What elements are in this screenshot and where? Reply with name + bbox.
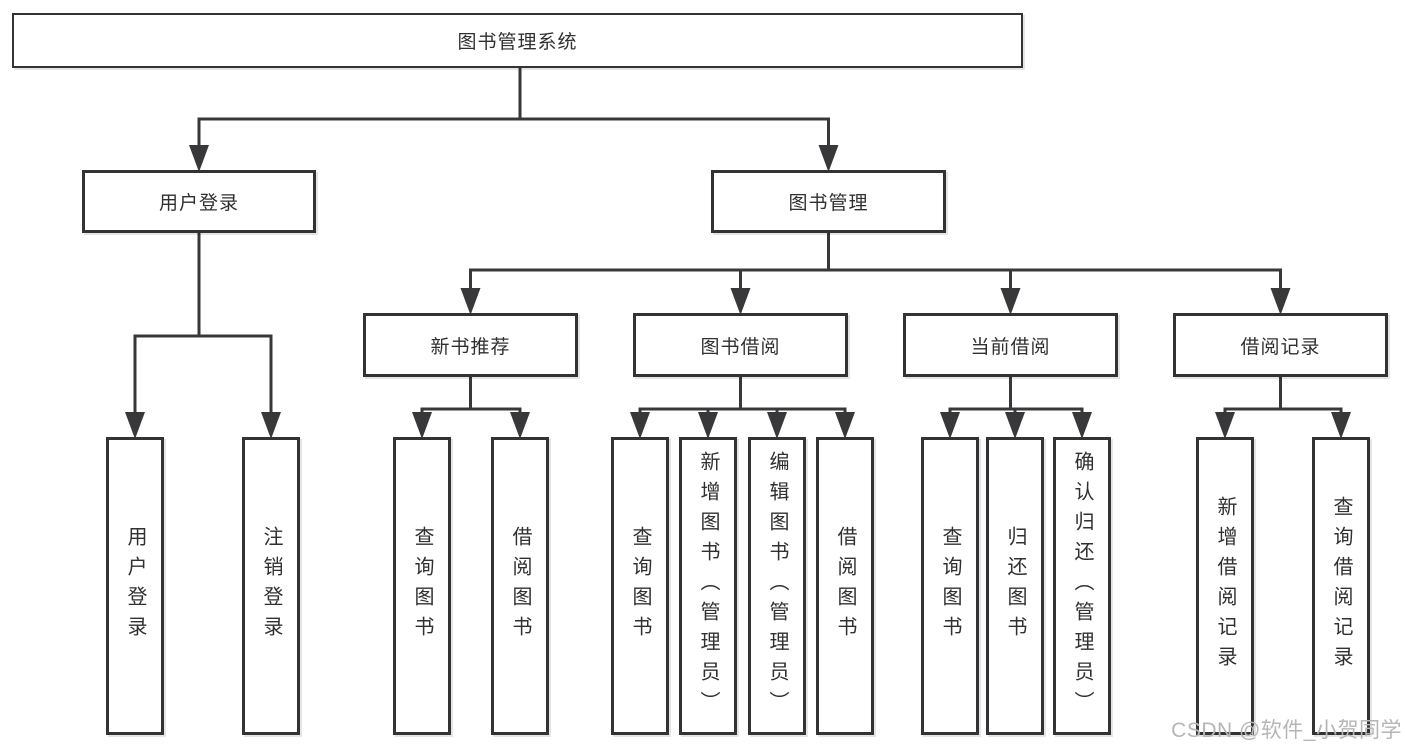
node-label: 借阅记录 (1240, 336, 1321, 358)
node-label: 图书管理 (788, 193, 869, 214)
node-leaf-rec-query: 查询借阅记录 (1312, 437, 1370, 735)
node-label: 编辑图书（管理员） (766, 451, 788, 721)
node-borrow: 图书借阅 (633, 313, 848, 377)
node-login: 用户登录 (82, 170, 316, 233)
connector-arrowheads-current (940, 412, 1092, 439)
node-label: 查询借阅记录 (1330, 496, 1352, 676)
node-leaf-bw-query: 查询图书 (611, 437, 669, 735)
node-leaf-user-login: 用户登录 (106, 437, 164, 735)
connector-arrowheads-record (1215, 412, 1351, 439)
connector-arrowheads-newbook (412, 412, 530, 439)
node-label: 注销登录 (260, 526, 282, 646)
connector-lines-borrow (638, 375, 847, 427)
watermark: CSDN @软件_小贺同学 (1171, 719, 1402, 742)
node-label: 查询图书 (629, 526, 651, 646)
node-label: 图书借阅 (700, 336, 781, 358)
node-leaf-rec-add: 新增借阅记录 (1196, 437, 1254, 735)
node-label: 图书管理系统 (457, 32, 578, 53)
node-label: 查询图书 (939, 526, 961, 646)
connector-lines-mgmt (469, 231, 1282, 303)
node-leaf-cur-return: 归还图书 (986, 437, 1044, 735)
node-leaf-logout: 注销登录 (242, 437, 300, 735)
node-label: 新增借阅记录 (1214, 496, 1236, 676)
node-leaf-bw-edit: 编辑图书（管理员） (748, 437, 806, 735)
node-leaf-nb-borrow: 借阅图书 (491, 437, 549, 735)
connector-lines-newbook (420, 375, 522, 427)
connector-lines-login (133, 231, 273, 427)
node-newbook: 新书推荐 (363, 313, 578, 377)
node-label: 确认归还（管理员） (1071, 451, 1093, 721)
connector-arrowheads-mgmt (460, 288, 1291, 315)
node-label: 新书推荐 (430, 336, 511, 358)
node-label: 用户登录 (124, 526, 146, 646)
node-leaf-nb-query: 查询图书 (393, 437, 451, 735)
node-label: 当前借阅 (970, 336, 1051, 358)
node-mgmt: 图书管理 (711, 170, 946, 233)
connector-arrowheads-root (189, 145, 839, 172)
node-leaf-bw-add: 新增图书（管理员） (679, 437, 737, 735)
connector-arrowheads-borrow (630, 412, 855, 439)
node-record: 借阅记录 (1173, 313, 1388, 377)
connector-lines-root (197, 66, 830, 160)
node-root: 图书管理系统 (12, 13, 1023, 68)
node-label: 新增图书（管理员） (697, 451, 719, 721)
connector-arrowheads-login (125, 412, 281, 439)
node-label: 用户登录 (158, 193, 239, 214)
node-leaf-bw-borrow: 借阅图书 (816, 437, 874, 735)
node-leaf-cur-confirm: 确认归还（管理员） (1053, 437, 1111, 735)
connector-lines-record (1223, 375, 1343, 427)
node-label: 查询图书 (411, 526, 433, 646)
node-label: 归还图书 (1004, 526, 1026, 646)
node-label: 借阅图书 (834, 526, 856, 646)
node-current: 当前借阅 (903, 313, 1118, 377)
node-leaf-cur-query: 查询图书 (921, 437, 979, 735)
node-label: 借阅图书 (509, 526, 531, 646)
